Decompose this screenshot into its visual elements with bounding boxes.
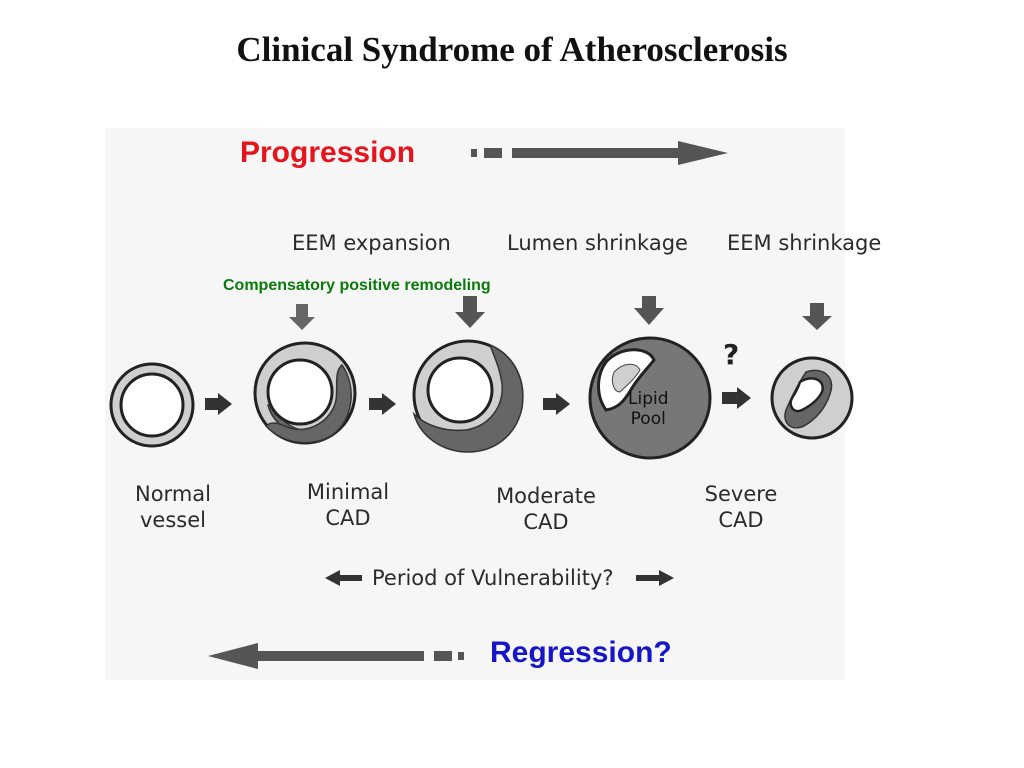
vulnerability-label: Period of Vulnerability? xyxy=(372,566,614,590)
lipid-pool-label: Lipid Pool xyxy=(628,389,669,429)
vessel-normal xyxy=(109,362,195,448)
progression-label: Progression xyxy=(240,136,416,169)
stage-arrow-1 xyxy=(205,393,232,415)
stage-label-minimal: Minimal CAD xyxy=(306,480,390,531)
page-title: Clinical Syndrome of Atherosclerosis xyxy=(236,30,788,69)
down-arrow-lumen-shrinkage xyxy=(634,296,664,325)
down-arrow-eem-expansion xyxy=(289,304,315,330)
regression-label: Regression? xyxy=(490,636,672,669)
stage-arrow-2 xyxy=(369,393,396,415)
stage-label-moderate: Moderate CAD xyxy=(496,484,596,535)
vessel-moderate-cad xyxy=(412,339,524,453)
compensatory-remodeling-label: Compensatory positive remodeling xyxy=(223,277,491,294)
stage-arrow-3 xyxy=(543,393,570,415)
regression-arrow xyxy=(208,643,464,669)
progression-arrow xyxy=(471,141,728,165)
question-mark: ? xyxy=(723,338,740,371)
vulnerability-arrow-right xyxy=(636,570,674,586)
stage-arrow-4 xyxy=(722,387,751,409)
vessel-minimal-cad xyxy=(253,341,357,445)
eem-expansion-label: EEM expansion xyxy=(292,231,451,255)
lumen-shrinkage-label: Lumen shrinkage xyxy=(507,231,688,255)
stage-label-severe: Severe CAD xyxy=(704,482,778,533)
down-arrow-moderate xyxy=(455,296,485,328)
down-arrow-eem-shrinkage xyxy=(802,303,832,330)
stage-label-normal: Normal vessel xyxy=(135,482,211,533)
vessel-eem-shrinkage xyxy=(770,356,854,440)
vessel-severe-cad xyxy=(588,336,712,460)
vulnerability-arrow-left xyxy=(325,570,362,586)
eem-shrinkage-label: EEM shrinkage xyxy=(727,231,882,255)
